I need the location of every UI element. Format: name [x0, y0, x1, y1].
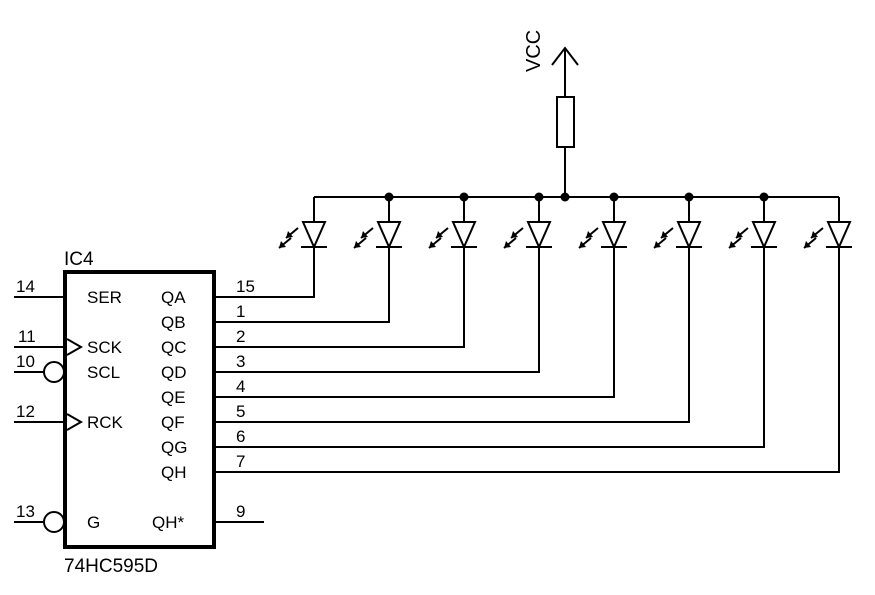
pin-name-qf: QF: [161, 413, 185, 432]
wire-qf: [214, 247, 690, 423]
pin-name-qb: QB: [161, 313, 186, 332]
junction-dot: [384, 192, 394, 202]
resistor: [556, 96, 575, 148]
junction-dots: [384, 192, 769, 202]
ic-part-label: 74HC595D: [64, 556, 158, 577]
pin-name-qh: QH: [161, 463, 187, 482]
ic-ref-label: IC4: [64, 249, 94, 270]
pin-number-qa: 15: [236, 277, 255, 296]
pin-name-ser: SER: [87, 288, 122, 307]
junction-dot: [609, 192, 619, 202]
pin-number-qh-star: 9: [236, 502, 245, 521]
led: [728, 197, 777, 250]
led: [503, 197, 552, 250]
pin-number-qc: 2: [236, 327, 245, 346]
inversion-bubble-scl: [43, 361, 65, 383]
pin-number-qh: 7: [236, 452, 245, 471]
led: [578, 197, 627, 250]
pin-number-g: 13: [16, 502, 35, 521]
junction-dot: [759, 192, 769, 202]
pin-name-g: G: [87, 513, 100, 532]
led: [278, 197, 327, 250]
pin-number-scl: 10: [16, 352, 35, 371]
pin-g: 13 G: [14, 502, 100, 533]
pin-number-qe: 4: [236, 377, 245, 396]
pin-ser: 14 SER: [14, 277, 122, 307]
wire-qe: [214, 247, 615, 398]
pin-number-ser: 14: [16, 277, 35, 296]
pin-name-qc: QC: [161, 338, 187, 357]
wire-qa: [214, 247, 315, 298]
pin-rck: 12 RCK: [14, 402, 124, 432]
pin-name-qd: QD: [161, 363, 187, 382]
wire-qh: [214, 247, 840, 473]
pin-sck: 11 SCK: [14, 327, 123, 357]
clock-marker-rck: [66, 413, 84, 431]
led-array: [278, 197, 852, 250]
pin-name-qh-star: QH*: [152, 513, 185, 532]
pin-name-scl: SCL: [87, 363, 120, 382]
pin-name-rck: RCK: [87, 413, 124, 432]
inversion-bubble-g: [43, 511, 65, 533]
vcc-label: VCC: [523, 30, 545, 72]
pin-name-qe: QE: [161, 388, 186, 407]
led: [653, 197, 702, 250]
pin-number-qf: 5: [236, 402, 245, 421]
pin-name-sck: SCK: [87, 338, 123, 357]
led: [353, 197, 402, 250]
pin-number-qb: 1: [236, 302, 245, 321]
junction-dot: [560, 192, 570, 202]
pin-scl: 10 SCL: [14, 352, 120, 383]
clock-marker-sck: [66, 338, 84, 356]
junction-dot: [534, 192, 544, 202]
led: [428, 197, 477, 250]
wire-qd: [214, 247, 540, 373]
wire-qb: [214, 247, 390, 323]
pin-number-qd: 3: [236, 352, 245, 371]
led: [803, 197, 852, 250]
wire-qc: [214, 247, 465, 348]
vcc-arrow: [551, 46, 579, 66]
junction-dot: [459, 192, 469, 202]
pin-number-sck: 11: [18, 327, 36, 346]
wire-qg: [214, 247, 765, 448]
ic-body: [63, 270, 216, 549]
pin-name-qa: QA: [161, 288, 186, 307]
pin-name-qg: QG: [161, 438, 187, 457]
pin-number-qg: 6: [236, 427, 245, 446]
junction-dot: [684, 192, 694, 202]
pin-number-rck: 12: [16, 402, 35, 421]
